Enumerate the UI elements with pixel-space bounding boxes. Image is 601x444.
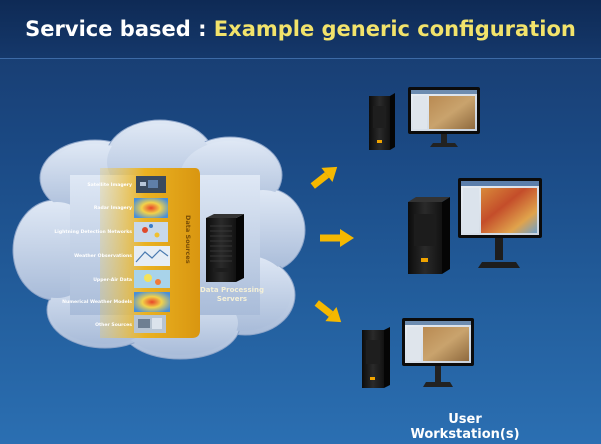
source-label: Numerical Weather Models <box>62 299 132 305</box>
server-tower-icon <box>408 197 450 274</box>
server-tower-icon <box>362 327 390 388</box>
arrow-icon <box>314 300 342 323</box>
upper-air-thumbnail <box>134 270 170 288</box>
title-highlight: Example generic configuration <box>213 17 576 41</box>
workstation <box>362 318 474 388</box>
source-thumbnails <box>134 176 170 333</box>
source-labels: Satellite Imagery Radar Imagery Lightnin… <box>54 182 132 328</box>
workstation <box>369 87 480 150</box>
radar-thumbnail <box>134 198 168 218</box>
source-label: Satellite Imagery <box>87 182 132 188</box>
server-tower-icon <box>206 214 244 282</box>
servers-caption: Data Processing Servers <box>199 286 265 303</box>
workstation <box>408 178 542 274</box>
arrows <box>310 166 354 323</box>
source-label: Weather Observations <box>74 253 132 259</box>
workstations-caption: User Workstation(s) <box>410 412 520 442</box>
monitor-icon <box>402 318 474 387</box>
satellite-thumbnail <box>136 176 166 193</box>
title-prefix: Service based : <box>25 17 214 41</box>
monitor-icon <box>408 87 480 147</box>
observations-thumbnail <box>134 246 170 266</box>
source-label: Other Sources <box>95 322 132 328</box>
arrow-icon <box>320 229 354 247</box>
source-label: Radar Imagery <box>94 205 132 211</box>
source-label: Lightning Detection Networks <box>54 229 132 235</box>
arrow-icon <box>310 166 338 189</box>
server-tower-icon <box>369 93 395 150</box>
other-sources-thumbnail <box>134 315 166 333</box>
nwp-thumbnail <box>134 292 170 312</box>
monitor-icon <box>458 178 542 268</box>
title-bar: Service based : Example generic configur… <box>0 0 601 59</box>
data-sources-label: Data Sources <box>184 215 192 264</box>
lightning-thumbnail <box>134 222 168 242</box>
source-label: Upper-Air Data <box>93 277 132 283</box>
